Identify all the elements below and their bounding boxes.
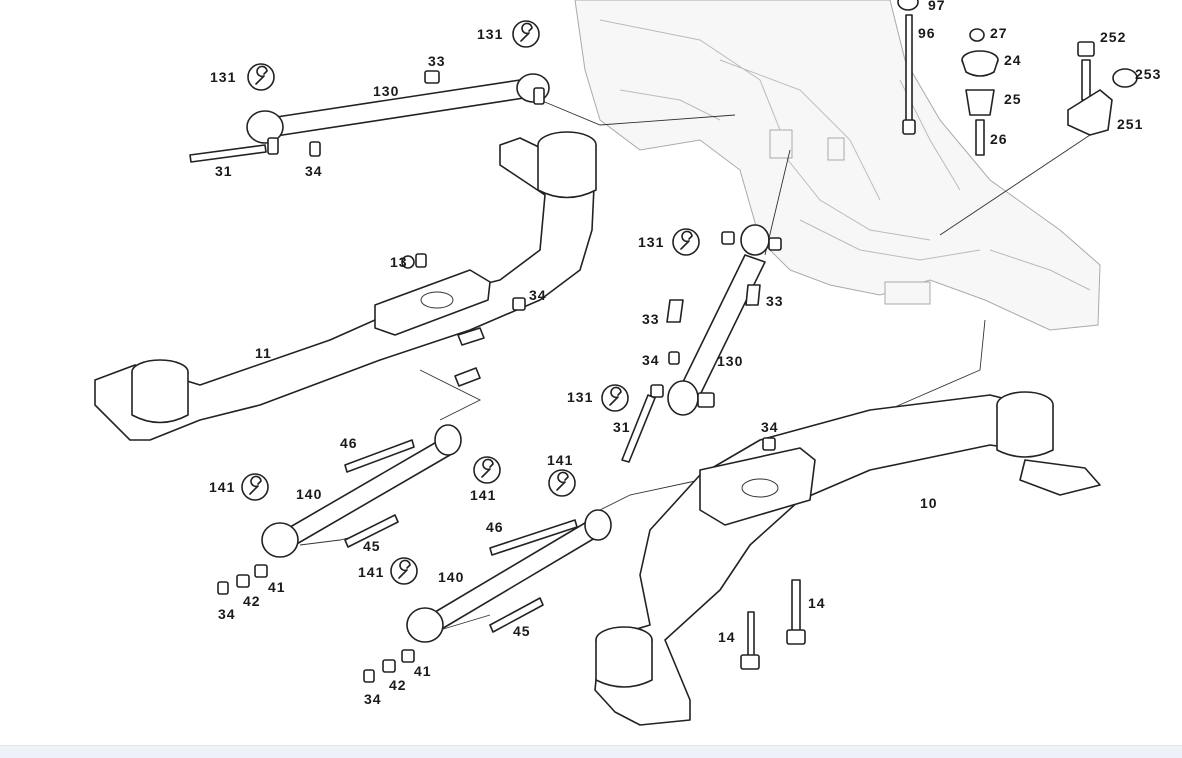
part-label: 131 — [567, 389, 593, 405]
rod-140-right — [363, 509, 612, 683]
part-label: 13 — [390, 254, 408, 270]
mount-parts — [897, 0, 1138, 156]
part-label: 33 — [642, 311, 660, 327]
part-label: 14 — [718, 629, 736, 645]
part-label: 96 — [918, 25, 936, 41]
part-label: 27 — [990, 25, 1008, 41]
crossmember-10 — [594, 391, 1101, 726]
part-label: 253 — [1135, 66, 1161, 82]
part-label: 141 — [547, 452, 573, 468]
upper-rod-130 — [189, 70, 550, 163]
part-label: 33 — [428, 53, 446, 69]
rod-140-left — [217, 424, 462, 595]
part-label: 140 — [296, 486, 322, 502]
part-label: 131 — [477, 26, 503, 42]
differential-housing — [574, 0, 1101, 331]
bottom-bar — [0, 745, 1182, 758]
part-label: 33 — [766, 293, 784, 309]
part-label: 131 — [638, 234, 664, 250]
part-label: 131 — [210, 69, 236, 85]
part-label: 31 — [215, 163, 233, 179]
part-label: 141 — [209, 479, 235, 495]
part-label: 140 — [438, 569, 464, 585]
part-label: 46 — [486, 519, 504, 535]
part-label: 34 — [364, 691, 382, 707]
part-label: 41 — [414, 663, 432, 679]
part-label: 26 — [990, 131, 1008, 147]
part-label: 14 — [808, 595, 826, 611]
part-label: 24 — [1004, 52, 1022, 68]
wrench-icon — [390, 557, 418, 585]
wrench-icon — [548, 469, 576, 497]
part-label: 31 — [613, 419, 631, 435]
part-label: 130 — [373, 83, 399, 99]
part-label: 46 — [340, 435, 358, 451]
part-label: 141 — [358, 564, 384, 580]
part-label: 10 — [920, 495, 938, 511]
lower-rod-130 — [621, 224, 782, 463]
part-label: 45 — [363, 538, 381, 554]
part-label: 11 — [255, 345, 272, 361]
part-label: 34 — [642, 352, 660, 368]
part-label: 25 — [1004, 91, 1022, 107]
part-label: 252 — [1100, 29, 1126, 45]
crossmember-11 — [94, 131, 597, 441]
wrench-icon — [247, 63, 275, 91]
wrench-icon — [672, 228, 700, 256]
wrench-icon — [401, 255, 415, 269]
part-label: 42 — [243, 593, 261, 609]
part-label: 141 — [470, 487, 496, 503]
wrench-icon — [241, 473, 269, 501]
part-label: 251 — [1117, 116, 1143, 132]
wrench-icon — [512, 20, 540, 48]
wrench-icon — [601, 384, 629, 412]
part-label: 41 — [268, 579, 286, 595]
part-label: 34 — [218, 606, 236, 622]
part-label: 34 — [305, 163, 323, 179]
part-label: 45 — [513, 623, 531, 639]
part-label: 42 — [389, 677, 407, 693]
part-label: 97 — [928, 0, 946, 13]
part-labels: 97 96 27 24 25 26 252 253 251 131 131 33… — [209, 0, 1161, 707]
wrench-icon — [473, 456, 501, 484]
part-label: 130 — [717, 353, 743, 369]
part-label: 34 — [761, 419, 779, 435]
part-label: 34 — [529, 287, 547, 303]
